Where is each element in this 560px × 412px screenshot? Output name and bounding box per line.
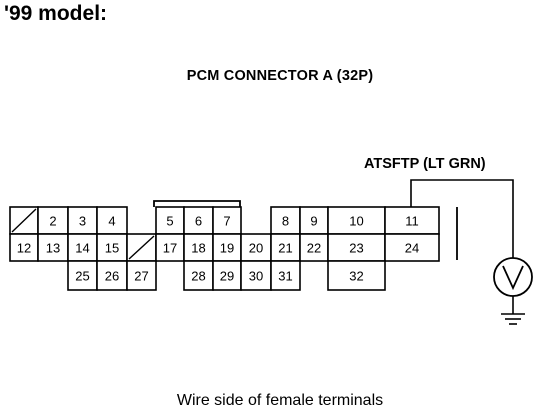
pin-label-21: 21 bbox=[278, 241, 292, 256]
pin-cell-27 bbox=[126, 260, 157, 291]
pin-cell-28 bbox=[183, 260, 214, 291]
wire-label: ATSFTP (LT GRN) bbox=[364, 156, 486, 172]
pin-label-5: 5 bbox=[166, 214, 173, 229]
pin-cell-22 bbox=[299, 233, 329, 262]
pin-label-4: 4 bbox=[108, 214, 115, 229]
pin-label-7: 7 bbox=[223, 214, 230, 229]
pin-label-11: 11 bbox=[405, 214, 419, 229]
pin-label-6: 6 bbox=[195, 214, 202, 229]
pin-label-14: 14 bbox=[75, 241, 89, 256]
pin-label-31: 31 bbox=[278, 269, 292, 284]
pin-cell-32 bbox=[327, 260, 386, 291]
pin-cell-11 bbox=[384, 206, 440, 235]
pin-cell-29 bbox=[212, 260, 242, 291]
pin-label-18: 18 bbox=[191, 241, 205, 256]
pin-cell-24 bbox=[384, 233, 440, 262]
pin-label-8: 8 bbox=[282, 214, 289, 229]
pin-label-27: 27 bbox=[134, 269, 148, 284]
pin-label-23: 23 bbox=[349, 241, 363, 256]
pin-label-19: 19 bbox=[220, 241, 234, 256]
pin-label-10: 10 bbox=[349, 214, 363, 229]
pin-cell-7 bbox=[212, 206, 242, 235]
pin-label-15: 15 bbox=[105, 241, 119, 256]
pin-label-32: 32 bbox=[349, 269, 363, 284]
connector-caption: Wire side of female terminals bbox=[176, 392, 384, 409]
pin-label-20: 20 bbox=[249, 241, 263, 256]
pin-label-22: 22 bbox=[307, 241, 321, 256]
empty-pin-slash bbox=[11, 208, 37, 233]
pin-cell-31 bbox=[270, 260, 301, 291]
connector-title: PCM CONNECTOR A (32P) bbox=[186, 68, 374, 84]
pin-cell-15 bbox=[96, 233, 128, 262]
pin-label-24: 24 bbox=[405, 241, 419, 256]
pin-label-2: 2 bbox=[49, 214, 56, 229]
pin-label-12: 12 bbox=[17, 241, 31, 256]
pin-label-30: 30 bbox=[249, 269, 263, 284]
pin-label-17: 17 bbox=[163, 241, 177, 256]
pin-label-9: 9 bbox=[310, 214, 317, 229]
pin-label-29: 29 bbox=[220, 269, 234, 284]
pin-label-25: 25 bbox=[75, 269, 89, 284]
pin-label-13: 13 bbox=[46, 241, 60, 256]
ground-icon bbox=[501, 296, 525, 325]
pin-label-26: 26 bbox=[105, 269, 119, 284]
probe-wire bbox=[410, 179, 514, 258]
pin-cell-9 bbox=[299, 206, 329, 235]
empty-pin-slash bbox=[128, 235, 155, 260]
pin-label-28: 28 bbox=[191, 269, 205, 284]
connector-tab bbox=[153, 200, 241, 207]
model-title: '99 model: bbox=[4, 2, 108, 25]
voltmeter-icon bbox=[493, 257, 533, 297]
pin-label-3: 3 bbox=[79, 214, 86, 229]
pin-cell-25 bbox=[67, 260, 98, 291]
